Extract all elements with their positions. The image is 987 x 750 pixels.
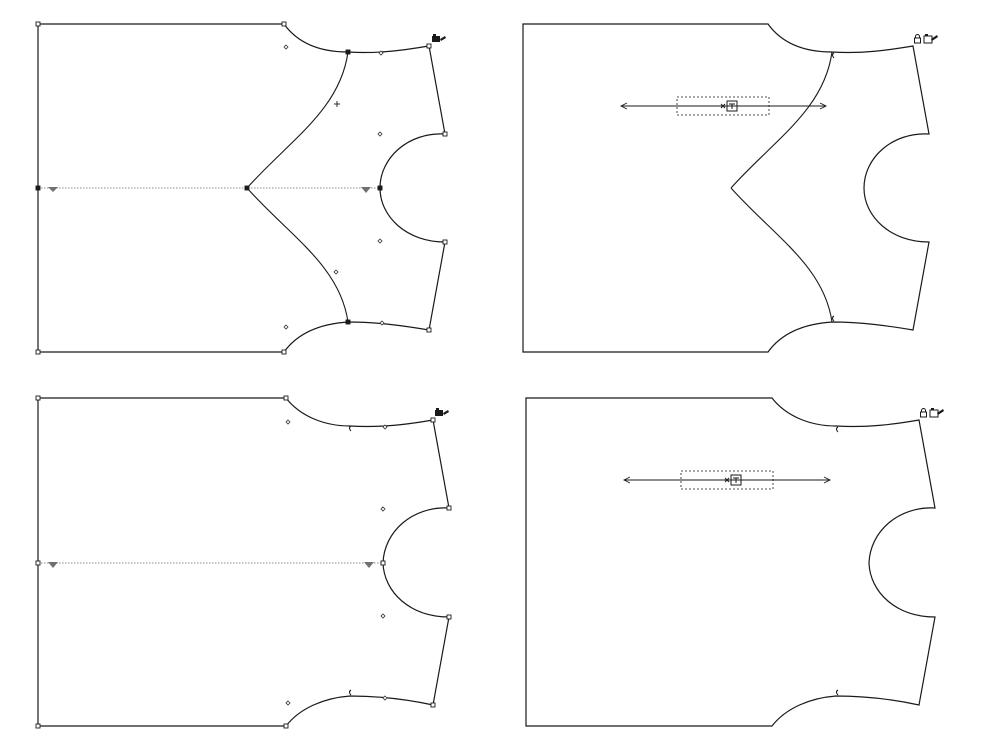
dart-lower-leg[interactable]	[246, 187, 349, 323]
piece-edit-icon[interactable]	[432, 34, 446, 42]
panel-top-left[interactable]	[35, 21, 448, 355]
corner-point-shoulder-neck[interactable]	[283, 395, 289, 401]
corner-point-armhole-top[interactable]	[442, 131, 448, 137]
corner-point-bottom-left[interactable]	[35, 723, 41, 729]
lock-icon[interactable]	[914, 34, 921, 44]
notch-mark	[835, 426, 839, 433]
corner-point-shoulder-tip[interactable]	[426, 43, 432, 49]
dart-lower-leg[interactable]	[730, 187, 833, 323]
piece-edit-icon[interactable]	[435, 408, 449, 416]
grainline-text-marker-icon[interactable]	[724, 474, 742, 486]
control-point[interactable]	[379, 320, 385, 326]
selected-point-dart-bottom[interactable]	[345, 319, 351, 325]
piece-edit-icon[interactable]	[929, 408, 944, 418]
corner-point-shoulder-tip[interactable]	[430, 417, 436, 423]
corner-point-top-left[interactable]	[35, 21, 41, 27]
notch-marker-right	[361, 187, 371, 193]
selected-point-dart-top[interactable]	[345, 49, 351, 55]
corner-point-lower-tip[interactable]	[430, 702, 436, 708]
corner-point-armhole-bottom[interactable]	[442, 239, 448, 245]
corner-point-bottom-left[interactable]	[35, 349, 41, 355]
control-point[interactable]	[283, 44, 289, 50]
point-fold-left[interactable]	[35, 560, 41, 566]
selected-point-armhole-mid[interactable]	[377, 185, 383, 191]
grainline-arrow-right	[823, 476, 832, 484]
control-point[interactable]	[378, 50, 384, 56]
piece-label-box[interactable]	[676, 96, 770, 116]
corner-point-armhole-mid[interactable]	[380, 560, 386, 566]
notch-mark	[348, 425, 352, 432]
notch-marker-right	[364, 562, 374, 568]
piece-label-box[interactable]	[680, 470, 774, 490]
grainline-arrow-left	[619, 102, 628, 110]
corner-point-shoulder-neck[interactable]	[281, 21, 287, 27]
corner-point-armhole-top[interactable]	[446, 505, 452, 511]
grainline-arrow-right	[819, 102, 828, 110]
selected-point-fold-left[interactable]	[35, 185, 41, 191]
control-point[interactable]	[377, 238, 383, 244]
control-point[interactable]	[382, 424, 388, 430]
notch-mark	[831, 315, 835, 322]
notch-mark	[835, 689, 839, 696]
corner-point-top-left[interactable]	[35, 395, 41, 401]
notch-mark	[348, 689, 352, 696]
control-point[interactable]	[382, 695, 388, 701]
piece-outline[interactable]	[525, 397, 936, 727]
notch-marker-left	[48, 562, 58, 568]
control-point[interactable]	[377, 131, 383, 137]
control-point[interactable]	[333, 269, 339, 275]
dart-upper-leg[interactable]	[730, 51, 833, 189]
grainline-text-marker-icon[interactable]	[720, 100, 738, 112]
lock-icon[interactable]	[920, 408, 927, 418]
corner-point-armhole-bottom[interactable]	[446, 614, 452, 620]
dart-upper-leg[interactable]	[246, 51, 349, 189]
control-point[interactable]	[380, 613, 386, 619]
corner-point-lower-neck[interactable]	[281, 349, 287, 355]
control-point[interactable]	[380, 506, 386, 512]
piece-edit-icon[interactable]	[923, 34, 938, 44]
panel-bottom-right[interactable]	[525, 397, 944, 727]
dart-handle-point[interactable]	[334, 101, 340, 107]
notch-marker-left	[48, 187, 58, 192]
piece-outline[interactable]	[37, 397, 450, 727]
corner-point-lower-tip[interactable]	[426, 327, 432, 333]
grainline-arrow-left	[622, 476, 631, 484]
panel-bottom-left[interactable]	[35, 395, 452, 729]
control-point[interactable]	[285, 700, 291, 706]
notch-mark	[831, 52, 835, 59]
selected-point-dart-apex[interactable]	[244, 185, 250, 191]
control-point[interactable]	[283, 324, 289, 330]
control-point[interactable]	[285, 419, 291, 425]
corner-point-lower-neck[interactable]	[283, 723, 289, 729]
piece-outline[interactable]	[522, 23, 930, 353]
panel-top-right[interactable]	[522, 23, 938, 353]
